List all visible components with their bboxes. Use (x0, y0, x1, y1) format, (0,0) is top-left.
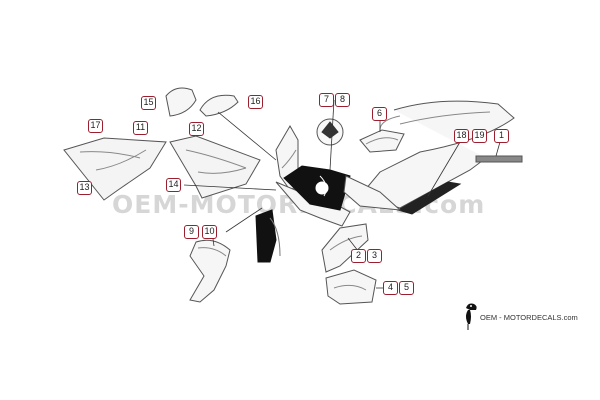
callout-17: 17 (88, 119, 103, 133)
callout-1: 1 (494, 129, 509, 143)
callout-14: 14 (166, 178, 181, 192)
engine-guard-decal (325, 269, 377, 305)
fuel-tank-shroud (283, 165, 402, 211)
stripe-decal-small (475, 155, 523, 163)
callout-5: 5 (399, 281, 414, 295)
windscreen-decal-right (199, 94, 239, 117)
windscreen-decal-left (165, 87, 197, 117)
callout-9: 9 (184, 225, 199, 239)
side-panel-decal-left (63, 137, 167, 201)
logo-text: OEM - MOTORDECALS.com (480, 313, 578, 322)
radiator-shroud-decal (189, 239, 231, 303)
callout-13: 13 (77, 181, 92, 195)
stripe-decal (396, 181, 462, 215)
callout-3: 3 (367, 249, 382, 263)
callout-8: 8 (335, 93, 350, 107)
callout-16: 16 (248, 95, 263, 109)
callout-12: 12 (189, 122, 204, 136)
callout-7: 7 (319, 93, 334, 107)
callout-2: 2 (351, 249, 366, 263)
fuel-tank-emblem (316, 118, 344, 146)
callout-11: 11 (133, 121, 148, 135)
front-fender-decal (255, 209, 281, 263)
callout-18: 18 (454, 129, 469, 143)
toucan-bird-icon (466, 303, 477, 330)
callout-19: 19 (472, 129, 487, 143)
callout-4: 4 (383, 281, 398, 295)
lower-side-decal (321, 223, 369, 273)
model-badge-decal (359, 129, 405, 153)
oem-motordecals-logo: OEM - MOTORDECALS.com (460, 298, 590, 332)
callout-15: 15 (141, 96, 156, 110)
callout-6: 6 (372, 107, 387, 121)
callout-10: 10 (202, 225, 217, 239)
